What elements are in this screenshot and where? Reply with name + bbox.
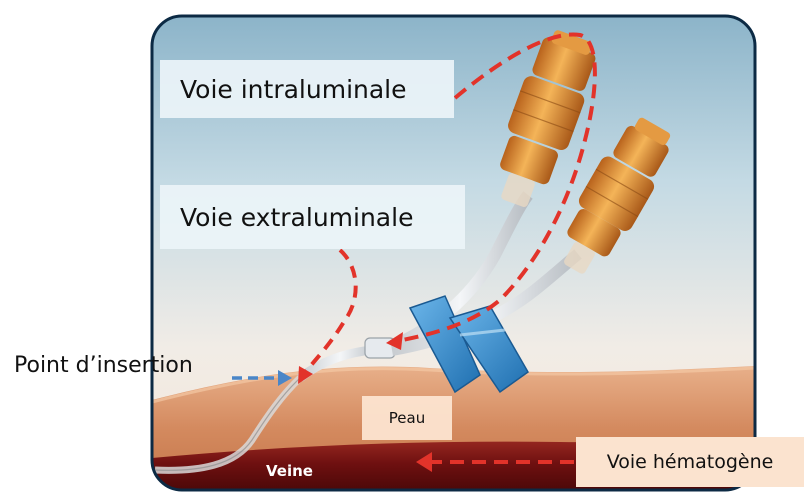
vein-label: Veine xyxy=(266,462,313,480)
skin-label-text: Peau xyxy=(389,409,425,427)
skin-label: Peau xyxy=(362,396,452,440)
extraluminal-label: Voie extraluminale xyxy=(160,185,465,249)
intraluminal-label-text: Voie intraluminale xyxy=(180,75,407,104)
hematogenous-label: Voie hématogène xyxy=(576,437,804,487)
intraluminal-label: Voie intraluminale xyxy=(160,60,454,118)
extraluminal-label-text: Voie extraluminale xyxy=(180,203,413,232)
hematogenous-label-text: Voie hématogène xyxy=(607,451,774,473)
insertion-point-label: Point d’insertion xyxy=(14,353,193,378)
